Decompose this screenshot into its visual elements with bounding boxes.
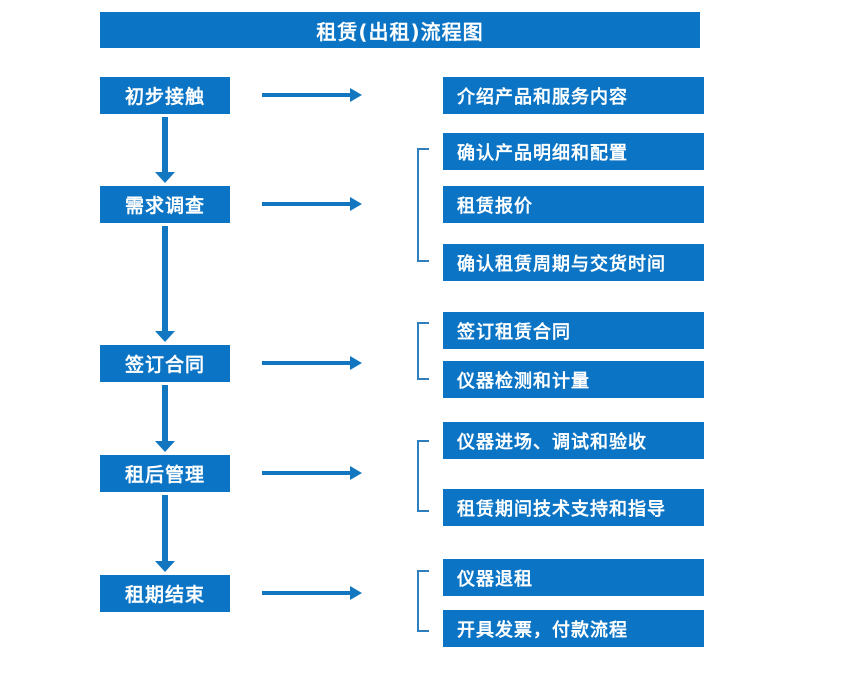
vertical-arrow-1 bbox=[153, 117, 177, 183]
detail-box-租赁报价[interactable]: 租赁报价 bbox=[443, 186, 704, 223]
bracket-group-2 bbox=[417, 148, 429, 262]
detail-box-签订租赁合同[interactable]: 签订租赁合同 bbox=[443, 312, 704, 349]
detail-box-介绍产品和服务内容[interactable]: 介绍产品和服务内容 bbox=[443, 77, 704, 114]
bracket-group-3 bbox=[417, 322, 429, 380]
horizontal-arrow-3 bbox=[262, 356, 362, 370]
bracket-group-5 bbox=[417, 570, 429, 632]
stage-box-需求调查[interactable]: 需求调查 bbox=[100, 186, 230, 223]
bracket-group-4 bbox=[417, 440, 429, 512]
horizontal-arrow-4 bbox=[262, 466, 362, 480]
detail-box-开具发票付款流程[interactable]: 开具发票，付款流程 bbox=[443, 610, 704, 647]
vertical-arrow-3 bbox=[153, 385, 177, 452]
detail-box-仪器退租[interactable]: 仪器退租 bbox=[443, 559, 704, 596]
detail-box-确认产品明细和配置[interactable]: 确认产品明细和配置 bbox=[443, 133, 704, 170]
detail-box-仪器检测和计量[interactable]: 仪器检测和计量 bbox=[443, 361, 704, 398]
detail-box-仪器进场调试和验收[interactable]: 仪器进场、调试和验收 bbox=[443, 422, 704, 459]
vertical-arrow-2 bbox=[153, 226, 177, 342]
detail-box-确认租赁周期与交货时间[interactable]: 确认租赁周期与交货时间 bbox=[443, 244, 704, 281]
horizontal-arrow-2 bbox=[262, 197, 362, 211]
detail-box-租赁期间技术支持和指导[interactable]: 租赁期间技术支持和指导 bbox=[443, 489, 704, 526]
horizontal-arrow-5 bbox=[262, 586, 362, 600]
diagram-title: 租赁(出租)流程图 bbox=[100, 12, 700, 48]
horizontal-arrow-1 bbox=[262, 88, 362, 102]
stage-box-初步接触[interactable]: 初步接触 bbox=[100, 77, 230, 114]
stage-box-签订合同[interactable]: 签订合同 bbox=[100, 345, 230, 382]
stage-box-租期结束[interactable]: 租期结束 bbox=[100, 575, 230, 612]
stage-box-租后管理[interactable]: 租后管理 bbox=[100, 455, 230, 492]
vertical-arrow-4 bbox=[153, 495, 177, 572]
